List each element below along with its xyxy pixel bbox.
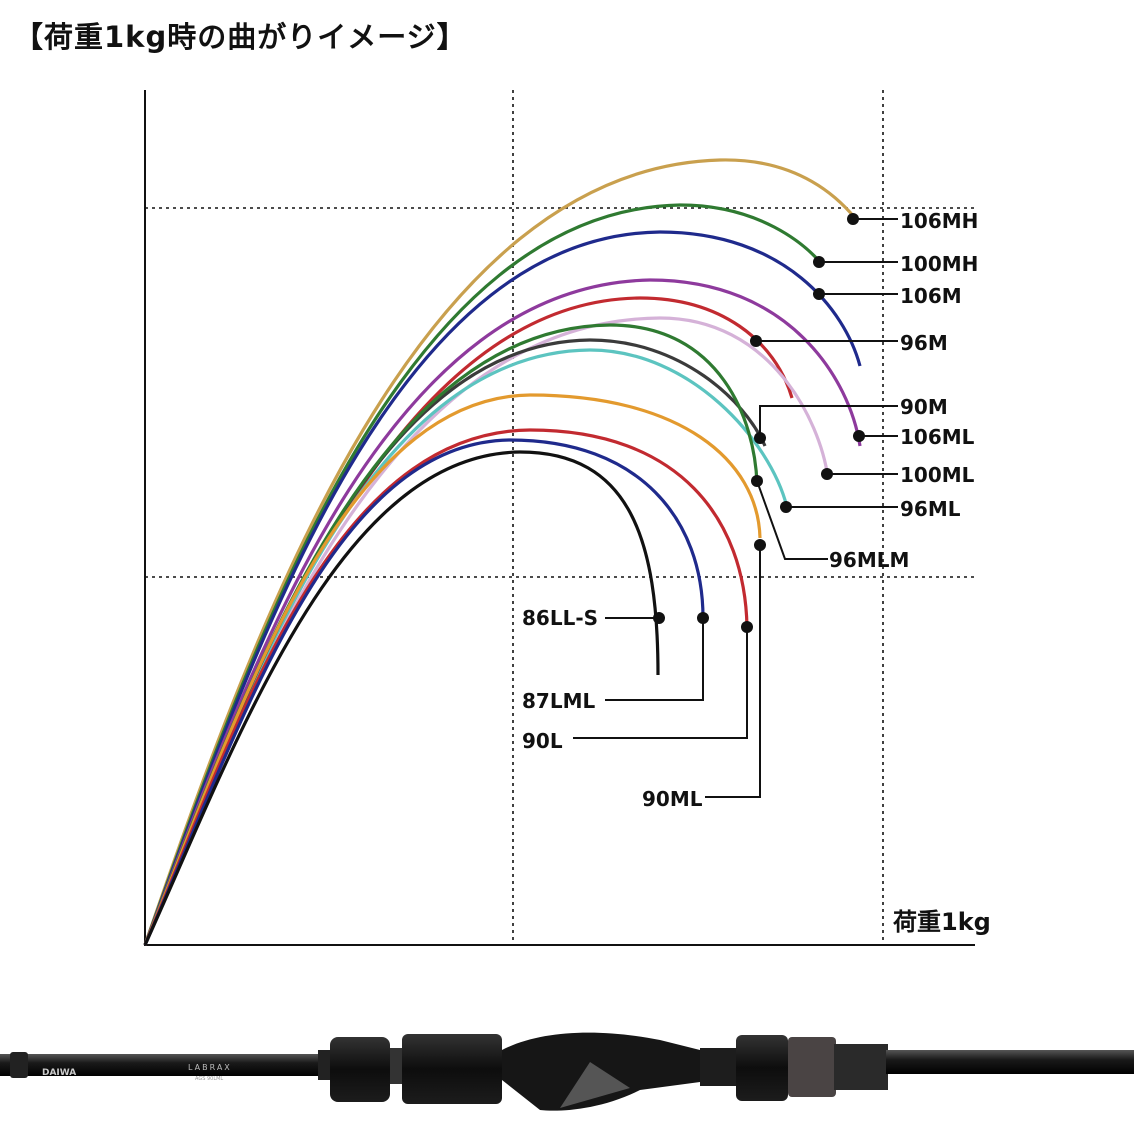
label-96ML: 96ML: [900, 497, 961, 521]
curve-90ML: [143, 393, 762, 946]
rod-image: DAIWA LABRAX AGS 90LML: [0, 1032, 1134, 1111]
label-86LL-S: 86LL-S: [522, 606, 598, 630]
label-106MH: 106MH: [900, 209, 978, 233]
brand-logo: DAIWA: [42, 1068, 76, 1078]
label-90ML: 90ML: [642, 787, 703, 811]
curve-100ML: [143, 316, 830, 946]
label-90M: 90M: [900, 395, 948, 419]
curve-106MH: [143, 158, 857, 946]
grid: [145, 90, 975, 945]
curve-90L: [143, 428, 749, 946]
label-106M: 106M: [900, 284, 962, 308]
curve-87LML: [143, 438, 705, 946]
label-96MLM: 96MLM: [829, 548, 909, 572]
curve-96M: [143, 296, 794, 946]
label-90L: 90L: [522, 729, 563, 753]
axis-label: 荷重1kg: [893, 908, 991, 936]
rod-sub-text: AGS 90LML: [195, 1076, 223, 1082]
tip-dots: [653, 213, 865, 633]
page-title: 【荷重1kg時の曲がりイメージ】: [14, 20, 467, 54]
label-96M: 96M: [900, 331, 948, 355]
curve-106ML: [143, 278, 862, 946]
label-87LML: 87LML: [522, 689, 595, 713]
label-100MH: 100MH: [900, 252, 978, 276]
rod-model-text: LABRAX: [188, 1063, 232, 1072]
leaders: [573, 218, 898, 798]
curve-90M: [143, 338, 767, 946]
label-100ML: 100ML: [900, 463, 975, 487]
label-106ML: 106ML: [900, 425, 975, 449]
curve-96ML: [143, 348, 789, 946]
curve-106M: [143, 230, 862, 946]
curve-86LL-S: [143, 450, 660, 946]
